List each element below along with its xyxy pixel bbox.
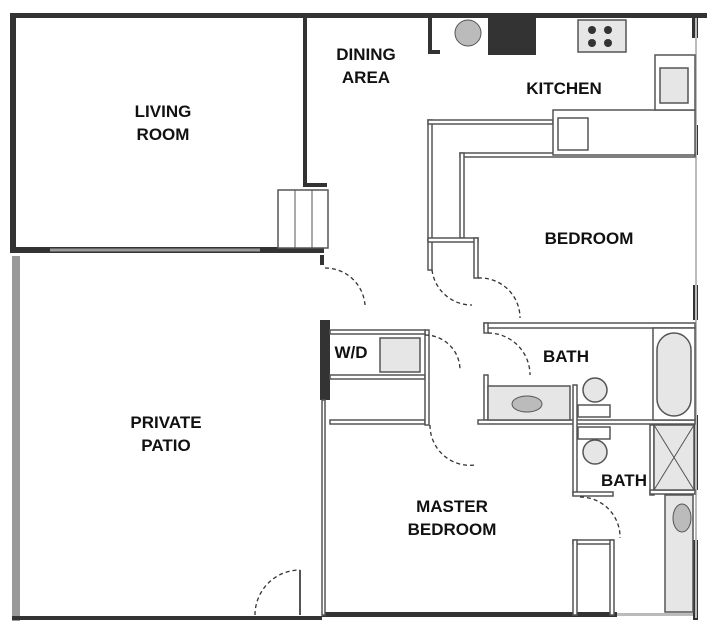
bath-vanity — [487, 385, 571, 421]
bedroom-label: BEDROOM — [545, 229, 634, 248]
bath-label: BATH — [543, 347, 589, 366]
washer-dryer-icon — [379, 337, 421, 373]
master-toilet-icon — [577, 426, 611, 465]
refrigerator — [488, 18, 536, 55]
stairs — [277, 189, 329, 249]
exterior-walls — [10, 13, 707, 621]
doors — [254, 267, 621, 616]
kitchen-counter — [552, 54, 696, 156]
water-heater-icon — [454, 19, 482, 47]
bathtub-icon — [652, 327, 696, 421]
shower-icon — [653, 424, 695, 491]
toilet-icon — [577, 377, 611, 418]
kitchen-label: KITCHEN — [526, 79, 602, 98]
stove-icon — [577, 19, 627, 53]
master-vanity — [664, 494, 694, 613]
wd-label: W/D — [334, 343, 367, 362]
master-bath-label: BATH — [601, 471, 647, 490]
kitchen-sink-icon — [659, 67, 689, 104]
interior-walls — [12, 18, 696, 616]
